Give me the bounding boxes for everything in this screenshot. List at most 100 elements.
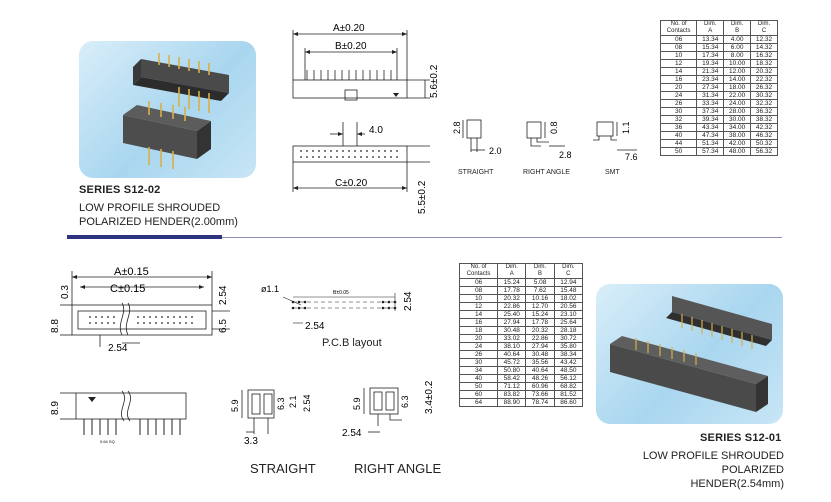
table-cell: 68.82 xyxy=(553,382,584,391)
table-cell: 23.34 xyxy=(696,75,725,84)
table-cell: 48.50 xyxy=(553,366,584,375)
table-cell: 20 xyxy=(458,334,499,343)
description-line-2: POLARIZED HENDER(2.00mm) xyxy=(79,216,238,228)
connector-illustration-2 xyxy=(610,296,772,412)
dim-4-0-label: 4.0 xyxy=(369,125,383,136)
table-cell: 12.32 xyxy=(750,35,778,44)
table-cell: 36.32 xyxy=(750,107,778,116)
ra-dim-5-9: 5.9 xyxy=(352,397,362,410)
table-cell: 40 xyxy=(458,374,499,383)
series-title-s12-01: SERIES S12-01 xyxy=(700,432,782,444)
label-straight-bottom: STRAIGHT xyxy=(250,461,316,476)
product-photo-s12-02 xyxy=(79,41,256,178)
table-cell: 08 xyxy=(659,43,698,52)
table-cell: 30.48 xyxy=(497,326,527,335)
table-cell: 22.00 xyxy=(723,91,752,100)
table-cell: 46.32 xyxy=(750,131,778,140)
ra-dim-6-3: 6.3 xyxy=(400,395,410,408)
table-cell: 22.86 xyxy=(497,302,527,311)
table-cell: 12.94 xyxy=(553,278,584,287)
table-cell: 12 xyxy=(659,59,698,68)
pcb-layout-drawing: ø1.1 B±0.05 2.54 2.54 xyxy=(261,284,414,332)
table-cell: 64 xyxy=(458,398,499,407)
table-cell: 31.34 xyxy=(696,91,725,100)
table-cell: 73.66 xyxy=(525,390,555,399)
table-cell: 30 xyxy=(659,107,698,116)
table-cell: 13.34 xyxy=(696,35,725,44)
bottom-side-elevation-drawing: 8.9 0.64 SQ xyxy=(50,390,187,444)
table-header-cell: Dim.A xyxy=(497,263,527,279)
dim-5-6-label: 5.6±0.2 xyxy=(429,64,440,98)
label-straight-top: STRAIGHT xyxy=(458,169,494,176)
table-cell: 33.02 xyxy=(497,334,527,343)
table-cell: 38.32 xyxy=(750,115,778,124)
table-cell: 24 xyxy=(659,91,698,100)
table-header-cell: Dim.B xyxy=(723,20,752,36)
table-cell: 21.34 xyxy=(696,67,725,76)
table-cell: 60.96 xyxy=(525,382,555,391)
table-cell: 36 xyxy=(659,123,698,132)
series-title-s12-02: SERIES S12-02 xyxy=(79,184,161,196)
table-cell: 15.24 xyxy=(497,278,527,287)
table-cell: 14.32 xyxy=(750,43,778,52)
straight-dim-2-8: 2.8 xyxy=(452,121,462,134)
table-cell: 17.78 xyxy=(525,318,555,327)
table-cell: 26 xyxy=(659,99,698,108)
pcb-2-54-vertical-label: 2.54 xyxy=(403,291,414,311)
table-cell: 78.74 xyxy=(525,398,555,407)
table-cell: 28.18 xyxy=(553,326,584,335)
dim-5-5-label: 5.5±0.2 xyxy=(417,180,428,214)
dim-2-54-bottom-label: 2.54 xyxy=(108,343,128,354)
table-cell: 18 xyxy=(458,326,499,335)
table-header-cell: Dim.C xyxy=(553,263,584,279)
description-line-1: LOW PROFILE SHROUDED xyxy=(79,202,221,214)
table-cell: 33.34 xyxy=(696,99,725,108)
table-cell: 22.32 xyxy=(750,75,778,84)
table-cell: 7.62 xyxy=(525,286,555,295)
table-cell: 60 xyxy=(458,390,499,399)
pcb-b-label: B±0.05 xyxy=(333,290,349,296)
table-cell: 18.32 xyxy=(750,59,778,68)
bottom-front-view-drawing: A±0.15 C±0.15 0.3 2.54 8.8 6.5 2.54 xyxy=(50,266,230,354)
table-cell: 20.32 xyxy=(750,67,778,76)
pin-note-label: 0.64 SQ xyxy=(100,439,115,444)
table-cell: 32 xyxy=(659,115,698,124)
st-dim-5-9: 5.9 xyxy=(230,399,240,412)
table-cell: 17.34 xyxy=(696,51,725,60)
table-cell: 30.48 xyxy=(525,350,555,359)
table-cell: 47.34 xyxy=(696,131,725,140)
table-header-cell: Dim.A xyxy=(696,20,725,36)
table-cell: 83.82 xyxy=(497,390,527,399)
dim-c-label: C±0.20 xyxy=(335,178,368,189)
table-cell: 25.64 xyxy=(553,318,584,327)
table-cell: 22.86 xyxy=(525,334,555,343)
table-cell: 48.00 xyxy=(723,147,752,156)
table-cell: 27.34 xyxy=(696,83,725,92)
description-line-1: LOW PROFILE SHROUDED xyxy=(642,450,784,462)
st-dim-6-3: 6.3 xyxy=(276,397,286,410)
ra-dim-0-8: 0.8 xyxy=(549,121,559,134)
dim-8-9-label: 8.9 xyxy=(50,401,61,415)
table-cell: 40.64 xyxy=(497,350,527,359)
table-cell: 51.34 xyxy=(696,139,725,148)
table-cell: 38.10 xyxy=(497,342,527,351)
top-plan-view-drawing: 4.0 C±0.20 5.5±0.2 xyxy=(292,122,430,214)
table-cell: 71.12 xyxy=(497,382,527,391)
dim-a-label: A±0.20 xyxy=(333,23,365,34)
table-cell: 4.00 xyxy=(723,35,752,44)
table-cell: 37.34 xyxy=(696,107,725,116)
